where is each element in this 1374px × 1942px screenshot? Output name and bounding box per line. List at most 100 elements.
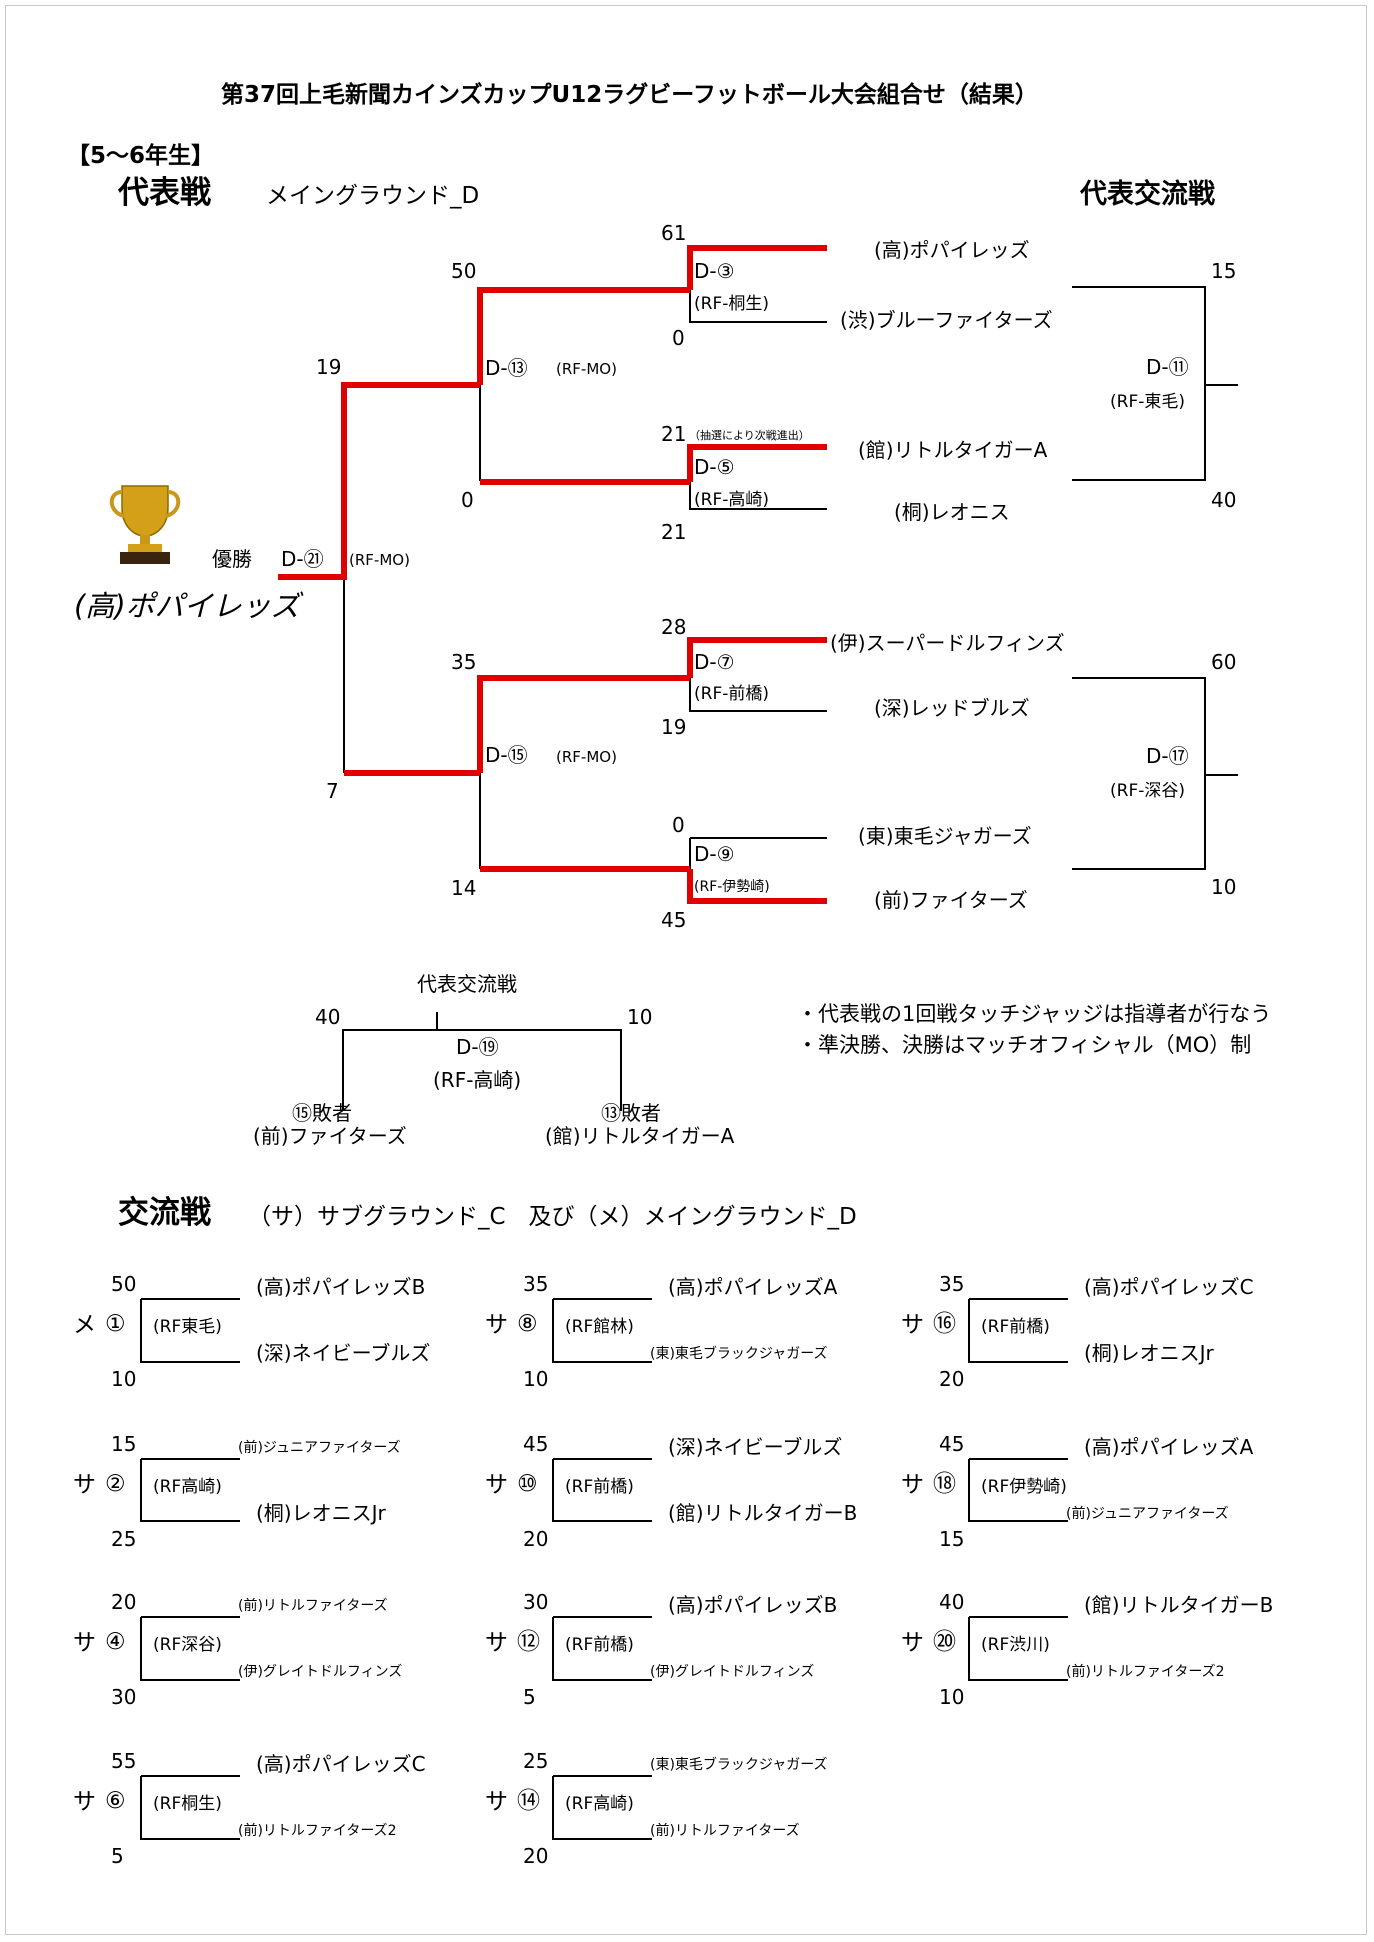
- fm-score-top: 25: [523, 1749, 549, 1773]
- exr2-code: D-⑰: [1146, 744, 1189, 768]
- r1-3-team-top: (伊)スーパードルフィンズ: [830, 631, 1065, 655]
- fm-team-top: (深)ネイビーブルズ: [668, 1435, 843, 1459]
- rep-venue: メイングラウンド_D: [266, 183, 480, 209]
- fm-5: [552, 1298, 652, 1363]
- semi1-ref: (RF-MO): [556, 360, 617, 378]
- exr2-ref: (RF-深谷): [1110, 781, 1185, 801]
- rep-heading: 代表戦: [118, 175, 211, 211]
- fm-ground: サ: [485, 1630, 508, 1656]
- fm-ref: (RF前橋): [565, 1477, 634, 1497]
- fm-number: ⑳: [933, 1629, 956, 1655]
- fm-team-bottom: (前)リトルファイターズ2: [238, 1823, 397, 1839]
- fm-team-bottom: (深)ネイビーブルズ: [256, 1341, 431, 1365]
- fm-score-bottom: 30: [111, 1685, 137, 1709]
- r1-4-score-bottom: 45: [661, 908, 687, 932]
- fm-team-top: (館)リトルタイガーB: [1084, 1593, 1274, 1617]
- semi2-ref: (RF-MO): [556, 748, 617, 766]
- fm-ground: サ: [73, 1472, 96, 1498]
- exb-ref: (RF-高崎): [433, 1068, 522, 1092]
- exb-right-label: ⑬敗者: [601, 1101, 661, 1125]
- fm-number: ②: [105, 1471, 126, 1497]
- exchange-heading: 交流戦: [118, 1195, 211, 1231]
- fm-score-bottom: 10: [111, 1367, 137, 1391]
- fm-score-bottom: 25: [111, 1527, 137, 1551]
- exb-score-right: 10: [627, 1005, 653, 1029]
- fm-score-bottom: 20: [939, 1367, 965, 1391]
- final-score-bottom: 7: [326, 779, 339, 803]
- fm-number: ⑯: [933, 1311, 956, 1337]
- fm-number: ④: [105, 1629, 126, 1655]
- r1-2-team-top: (館)リトルタイガーA: [858, 438, 1048, 462]
- trophy-icon: [109, 485, 181, 564]
- fm-ground: サ: [485, 1472, 508, 1498]
- r1-1-team-top: (高)ポパイレッズ: [874, 238, 1030, 262]
- grade-label: 【5～6年生】: [67, 143, 215, 169]
- fm-team-top: (前)ジュニアファイターズ: [238, 1440, 401, 1456]
- win-path-r1-4: [687, 869, 827, 904]
- fm-ref: (RF渋川): [981, 1635, 1050, 1655]
- fm-ref: (RF前橋): [565, 1635, 634, 1655]
- fm-ref: (RF深谷): [153, 1635, 222, 1655]
- fm-team-bottom: (桐)レオニスJr: [1084, 1341, 1214, 1365]
- win-path-r1-3: [687, 637, 827, 678]
- fm-team-bottom: (伊)グレイトドルフィンズ: [650, 1664, 815, 1680]
- fm-team-top: (高)ポパイレッズA: [1084, 1435, 1254, 1459]
- fm-ref: (RF高崎): [565, 1794, 634, 1814]
- fm-score-bottom: 20: [523, 1844, 549, 1868]
- fm-4: [140, 1775, 240, 1840]
- fm-score-bottom: 5: [523, 1685, 536, 1709]
- fm-8: [552, 1775, 652, 1840]
- fm-team-bottom: (前)リトルファイターズ2: [1066, 1664, 1225, 1680]
- champion-name: (高)ポパイレッズ: [74, 589, 300, 623]
- fm-ref: (RF高崎): [153, 1477, 222, 1497]
- r1-2-score-top: 21: [661, 422, 687, 446]
- r1-1-score-top: 61: [661, 221, 687, 245]
- r1-3-code: D-⑦: [694, 650, 735, 674]
- fm-score-bottom: 15: [939, 1527, 965, 1551]
- fm-1: [140, 1298, 240, 1363]
- fm-ground: サ: [73, 1789, 96, 1815]
- r1-4-team-bottom: (前)ファイターズ: [874, 888, 1028, 912]
- exr1-ref: (RF-東毛): [1110, 392, 1185, 412]
- semi1-score-top: 50: [451, 259, 477, 283]
- fm-score-top: 40: [939, 1590, 965, 1614]
- win-path-final: [278, 382, 480, 580]
- fm-team-top: (高)ポパイレッズA: [668, 1275, 838, 1299]
- final-score-top: 19: [316, 355, 342, 379]
- document-page: [5, 5, 1367, 1935]
- exch-right-1: [1072, 286, 1238, 481]
- r1-1-ref: (RF-桐生): [694, 294, 769, 314]
- champion-label: 優勝: [212, 547, 252, 571]
- fm-score-top: 15: [111, 1432, 137, 1456]
- r1-3-score-top: 28: [661, 615, 687, 639]
- fm-team-bottom: (伊)グレイトドルフィンズ: [238, 1664, 403, 1680]
- fm-10: [968, 1458, 1068, 1522]
- fm-ground: サ: [485, 1789, 508, 1815]
- fm-ref: (RF東毛): [153, 1317, 222, 1337]
- fm-team-top: (高)ポパイレッズB: [256, 1275, 426, 1299]
- semi2-code: D-⑮: [485, 743, 528, 767]
- exch-bottom: [342, 1012, 622, 1111]
- semi2-score-bottom: 14: [451, 876, 477, 900]
- exr1-score-bottom: 40: [1211, 488, 1237, 512]
- fm-team-top: (東)東毛ブラックジャガーズ: [650, 1757, 828, 1773]
- exb-left-team: (前)ファイターズ: [253, 1124, 407, 1148]
- fm-score-top: 35: [939, 1272, 965, 1296]
- fm-team-top: (高)ポパイレッズC: [1084, 1275, 1254, 1299]
- fm-number: ⑫: [517, 1629, 540, 1655]
- r1-4-score-top: 0: [672, 813, 685, 837]
- r1-4-ref: (RF-伊勢崎): [694, 879, 770, 895]
- win-path-semi-2: [477, 675, 690, 773]
- r1-3-score-bottom: 19: [661, 715, 687, 739]
- exr1-score-top: 15: [1211, 259, 1237, 283]
- final-ref: (RF-MO): [349, 551, 410, 569]
- fm-score-top: 55: [111, 1749, 137, 1773]
- r1-4-team-top: (東)東毛ジャガーズ: [858, 824, 1032, 848]
- fm-11: [968, 1616, 1068, 1681]
- final-code: D-㉑: [281, 547, 324, 571]
- document-title: 第37回上毛新聞カインズカップU12ラグビーフットボール大会組合せ（結果）: [221, 82, 1038, 108]
- fm-ground: サ: [73, 1630, 96, 1656]
- fm-score-bottom: 10: [939, 1685, 965, 1709]
- exr1-code: D-⑪: [1146, 355, 1189, 379]
- fm-score-top: 20: [111, 1590, 137, 1614]
